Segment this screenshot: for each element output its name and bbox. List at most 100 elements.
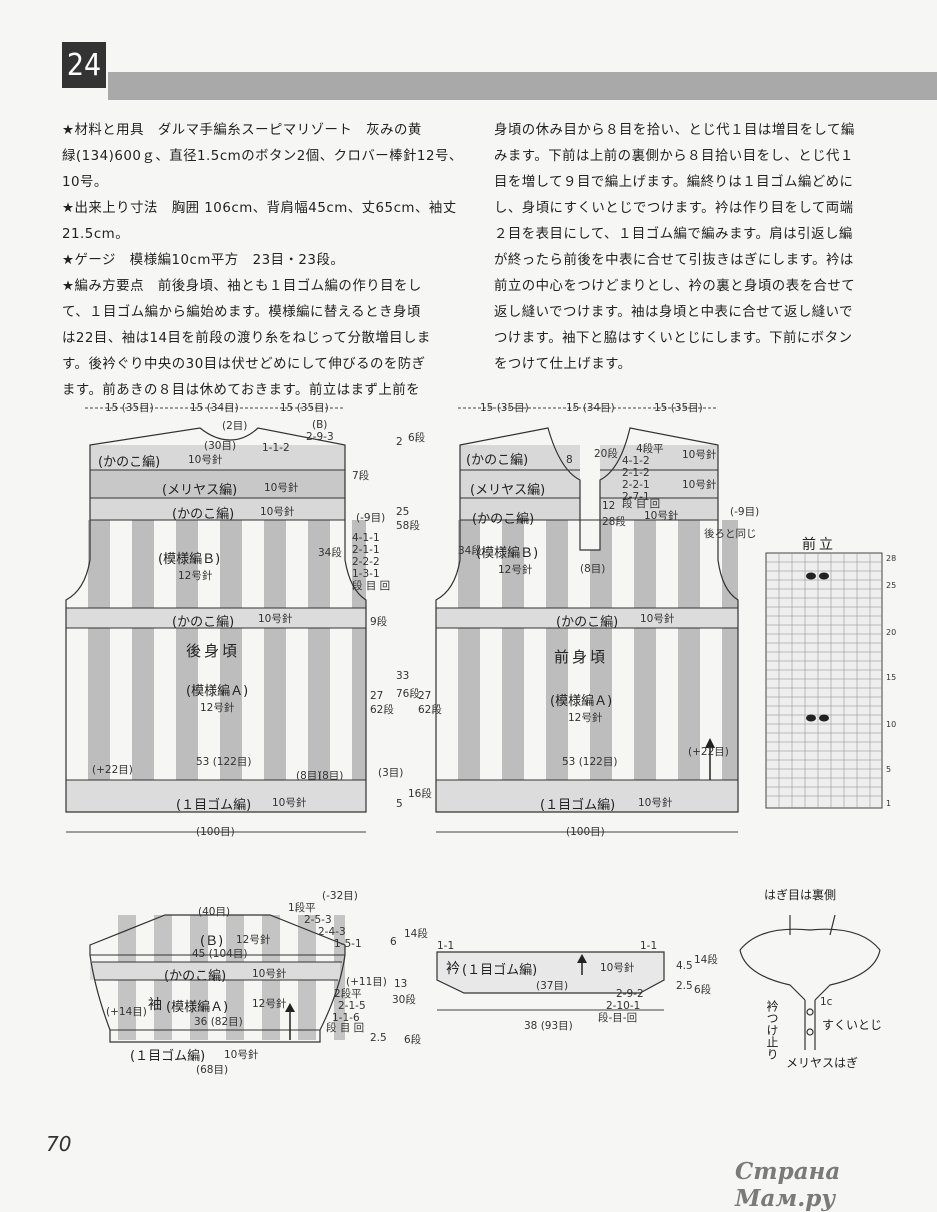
diagram-label: 45 (104目)	[192, 948, 248, 960]
diagram-label: 2.5	[370, 1032, 387, 1044]
needle-label: 10号針	[600, 962, 635, 974]
diagram-label: 20段	[594, 448, 618, 460]
band-label: (模様編Ａ)	[166, 1000, 229, 1015]
row-number: 25	[886, 581, 896, 590]
diagram-label: 6段	[408, 432, 426, 444]
back-width-label: 15 (35目)	[280, 402, 329, 414]
needle-label: 10号針	[258, 613, 293, 625]
sleeve-diagram	[89, 914, 346, 1043]
band-label: (かのこ編)	[98, 455, 161, 470]
finishing-label: すくいとじ	[822, 1018, 883, 1032]
band-label: (模様編Ａ)	[550, 694, 613, 709]
diagram-label: 8	[566, 454, 573, 466]
needle-label: 12号針	[568, 712, 603, 724]
diagram-label: 34段	[458, 545, 482, 557]
diagram-label: 6段	[694, 984, 712, 996]
diagram-label: 2	[396, 436, 403, 448]
back-width-label: 15 (34目)	[190, 402, 239, 414]
instruction-line: をつけて仕上げます。	[494, 357, 632, 372]
instructions-left: ★材料と用具 ダルマ手編糸スーピマリゾート 灰みの黄 緑(134)600ｇ、直径…	[62, 118, 492, 404]
row-number: 5	[886, 765, 891, 774]
page-number: 70	[46, 1132, 72, 1156]
band-label: (かのこ編)	[556, 615, 619, 630]
back-body-diagram	[65, 407, 367, 833]
diagram-label: 1段平	[288, 902, 316, 914]
diagram-label: 30段	[392, 994, 416, 1006]
needle-label: 10号針	[682, 449, 717, 461]
diagram-label: 段 目 回	[326, 1022, 365, 1034]
band-label: (メリヤス編)	[470, 483, 546, 498]
instruction-line: みます。下前は上前の裏側から８目拾い目をし、とじ代１	[494, 149, 854, 164]
diagram-label: (68目)	[196, 1064, 229, 1076]
instruction-line: 10号。	[62, 175, 108, 190]
diagram-label: (-9目)	[356, 512, 386, 524]
diagram-label: 後ろと同じ	[704, 528, 757, 540]
finishing-label: 衿つけ止り	[765, 1000, 779, 1060]
diagram-label: 53 (122目)	[196, 756, 252, 768]
diagram-label: (2目)	[222, 420, 248, 432]
front-title: 前身頃	[554, 648, 609, 666]
collar-title: 衿	[446, 961, 460, 977]
band-label: (メリヤス編)	[162, 483, 238, 498]
diagram-label: (3目)	[378, 767, 404, 779]
diagram-label: (40目)	[198, 906, 231, 918]
diagram-label: 段-目-回	[598, 1012, 638, 1024]
diagram-label: 4段平	[636, 443, 664, 455]
diagram-label: (100目)	[566, 826, 605, 838]
diagram-label: (37目)	[536, 980, 569, 992]
back-width-label: 15 (35目)	[105, 402, 154, 414]
instruction-line: 21.5cm。	[62, 227, 130, 242]
needle-label: 10号針	[264, 482, 299, 494]
band-label: (模様編Ａ)	[186, 684, 249, 699]
needle-label: 12号針	[498, 564, 533, 576]
needle-label: 10号針	[188, 454, 223, 466]
diagram-label: 2-1-2	[622, 467, 650, 479]
diagram-label: 2-7-1	[622, 491, 650, 503]
needle-label: 12号針	[200, 702, 235, 714]
diagram-label: (8目)	[318, 770, 344, 782]
diagram-label: 段 目 回	[352, 580, 391, 592]
instruction-line: 前立の中心をつけどまりとし、衿の裏と身頃の表を合せて	[494, 279, 856, 294]
placket-title: 前立	[802, 537, 836, 553]
diagram-label: 12	[602, 500, 616, 512]
diagram-label: 2-9-2	[616, 988, 644, 1000]
placket-chart	[765, 552, 883, 809]
band-label: (１目ゴム編)	[176, 798, 252, 813]
front-width-label: 15 (35目)	[654, 402, 703, 414]
pattern-number: 24	[62, 42, 106, 88]
diagram-label: 1-1	[437, 940, 455, 952]
diagram-label: 1-3-1	[352, 568, 380, 580]
diagram-label: 33	[396, 670, 410, 682]
diagram-label: (+11目)	[346, 976, 387, 988]
instruction-line: は22目、袖は14目を前段の渡り糸をねじって分散増目しま	[62, 331, 431, 346]
instruction-line: ★ゲージ 模様編10cm平方 23目・23段。	[62, 253, 345, 268]
diagram-label: 27	[370, 690, 384, 702]
instruction-line: し、身頃にすくいとじでつけます。衿は作り目をして両端	[494, 201, 854, 216]
row-number: 15	[886, 673, 896, 682]
diagram-label: 14段	[404, 928, 428, 940]
instruction-line: ★編み方要点 前後身頃、袖とも１目ゴム編の作り目をし	[62, 279, 422, 294]
instruction-line: ２目を表目にして、１目ゴム編で編みます。肩は引返し編	[494, 227, 853, 242]
diagram-label: 62段	[418, 704, 442, 716]
instruction-line: ます。前あきの８目は休めておきます。前立はまず上前を	[62, 383, 421, 398]
instruction-line: つけます。袖下と脇はすくいとじにします。下前にボタン	[494, 331, 853, 346]
diagram-label: (100目)	[196, 826, 235, 838]
diagram-label: 38 (93目)	[524, 1020, 573, 1032]
sleeve-title: 袖	[148, 997, 162, 1013]
diagram-label: 1-1-6	[332, 1012, 360, 1024]
diagram-label: 2-1-1	[352, 544, 380, 556]
instruction-line: て、１目ゴム編から編始めます。模様編に替えるとき身頃	[62, 305, 421, 320]
watermark: Страна Мам.ру	[735, 1158, 841, 1212]
front-width-label: 15 (34目)	[566, 402, 615, 414]
needle-label: 10号針	[638, 797, 673, 809]
diagram-label: (8目)	[580, 563, 606, 575]
diagram-label: (8目)	[296, 770, 322, 782]
diagram-label: 2-4-3	[318, 926, 346, 938]
band-label: (かのこ編)	[466, 453, 529, 468]
row-number: 10	[886, 720, 896, 729]
diagram-label: (-9目)	[730, 506, 760, 518]
diagram-label: 2段平	[334, 988, 362, 1000]
diagram-label: 2-5-3	[304, 914, 332, 926]
diagram-label: 2.5	[676, 980, 693, 992]
